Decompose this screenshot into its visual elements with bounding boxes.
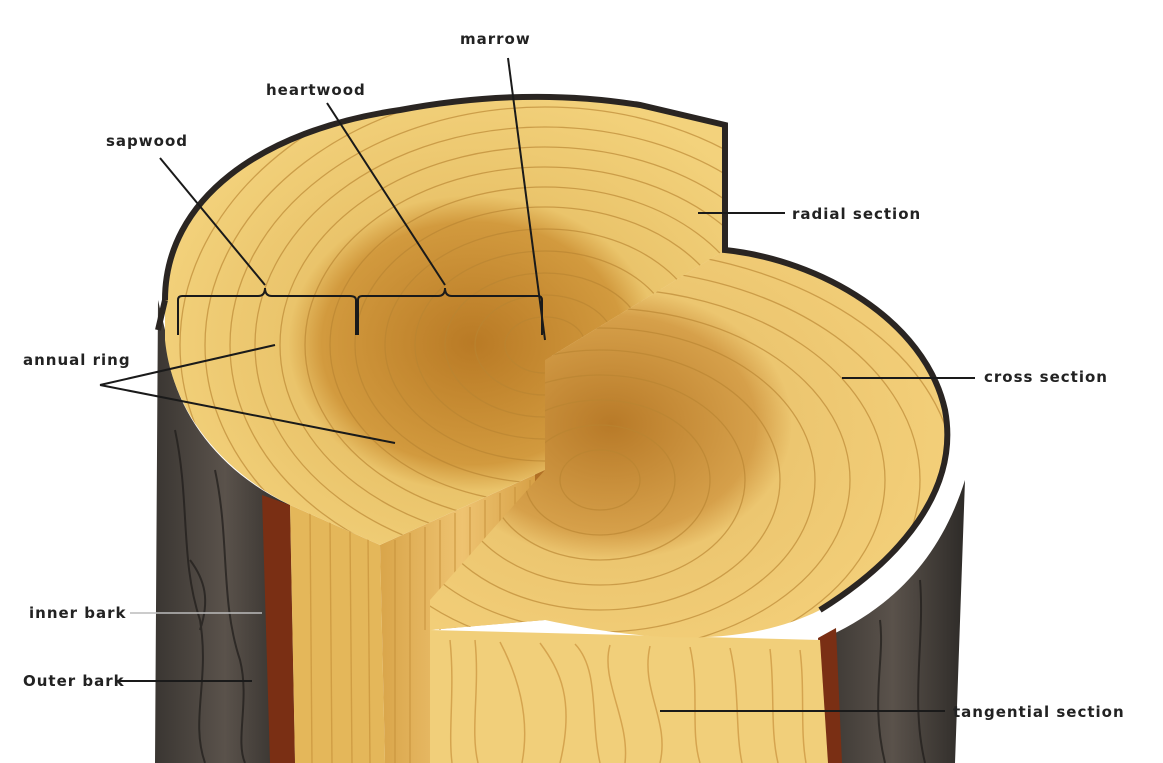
label-tangential-section: tangential section — [953, 703, 1125, 721]
cross-section-upper — [165, 96, 725, 546]
label-sapwood: sapwood — [106, 132, 188, 150]
sapwood-leader — [159, 157, 266, 286]
radial-face-left — [290, 505, 385, 763]
leader-lines — [99, 57, 975, 712]
inner-bark-left — [262, 495, 295, 763]
annual-ring-leader-2 — [99, 384, 396, 444]
outer-bark-left — [155, 300, 295, 763]
heartwood-bracket — [357, 287, 543, 335]
label-radial-section: radial section — [792, 205, 922, 223]
label-inner-bark: inner bark — [29, 604, 127, 622]
label-annual-ring: annual ring — [23, 351, 131, 369]
marrow-leader — [507, 57, 546, 341]
bark-texture — [174, 429, 926, 763]
label-cross-section: cross section — [984, 368, 1108, 386]
label-heartwood: heartwood — [266, 81, 366, 99]
label-outer-bark: Outer bark — [23, 672, 125, 690]
cross-section-lower — [430, 250, 948, 638]
tangential-face — [430, 630, 828, 763]
outer-bark-right — [820, 480, 965, 763]
bark-rim — [162, 93, 951, 613]
tangential-grain — [449, 639, 807, 763]
annual-ring-leader-1 — [99, 344, 276, 386]
sapwood-bracket — [177, 287, 357, 335]
heartwood-leader — [326, 102, 446, 286]
label-marrow: marrow — [460, 30, 531, 48]
